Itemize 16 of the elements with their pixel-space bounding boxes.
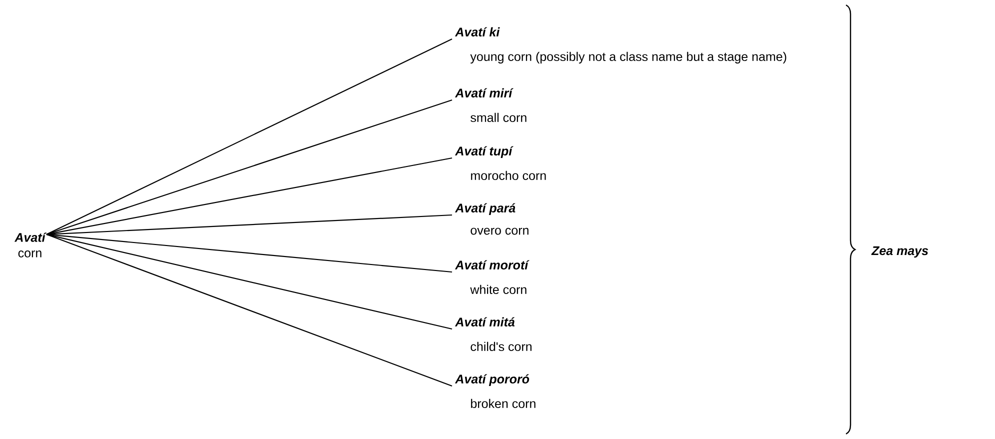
branch-line <box>46 38 452 235</box>
branch-line <box>46 234 452 330</box>
branch-line <box>46 234 452 273</box>
branch-line <box>46 99 452 235</box>
branch-line <box>46 214 452 235</box>
term-label: Avatí corn <box>14 232 47 258</box>
species-label: Zea mays <box>871 246 928 258</box>
term-label: Avatí mitá child's corn <box>454 317 532 352</box>
term-label: Avatí pará overo corn <box>454 203 528 235</box>
term-label: Avatí mirí small corn <box>454 88 526 122</box>
term-label: Avatí morotí white corn <box>454 260 530 294</box>
term-label: Avatí pororó broken corn <box>454 374 536 408</box>
branch-line <box>46 234 452 387</box>
branch-line <box>46 157 452 235</box>
term-label: Avatí tupí morocho corn <box>454 146 546 180</box>
term-label: Avatí ki young corn (possibly not a class name but a stage name) <box>454 27 786 64</box>
